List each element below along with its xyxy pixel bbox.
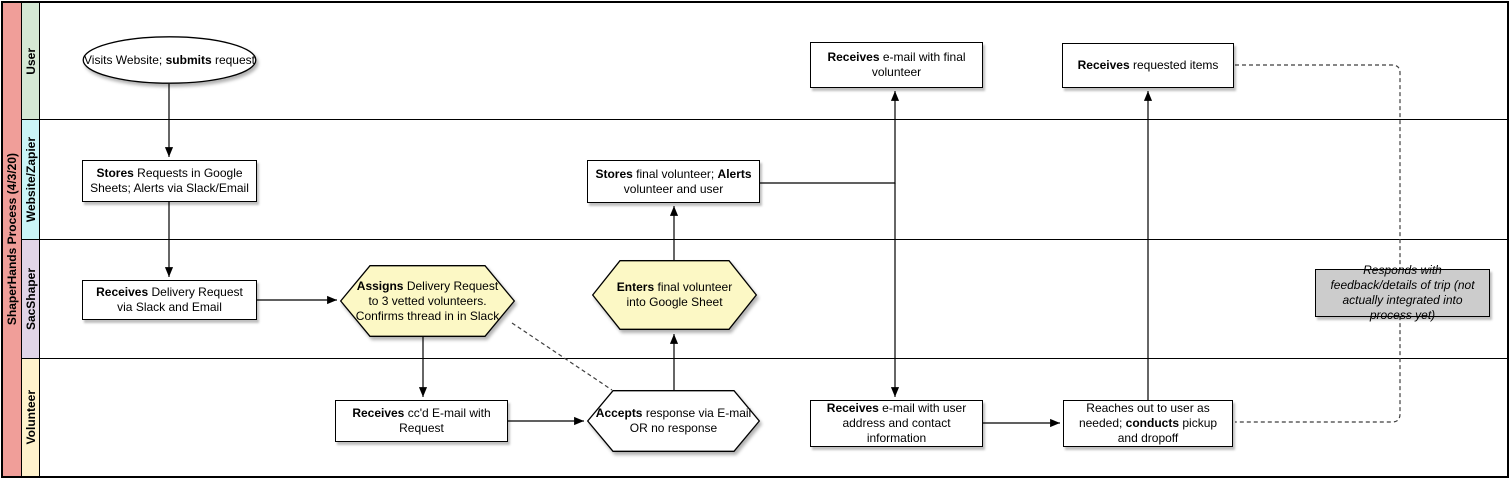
node-visits-website[interactable]: Visits Website; submits request [82, 36, 257, 84]
node-receives-delivery[interactable]: Receives Delivery Request via Slack and … [82, 280, 257, 320]
node-responds-feedback-note[interactable]: Responds with feedback/details of trip (… [1315, 263, 1490, 322]
hexagon-shape [586, 390, 761, 452]
lane-sacshaper-label: SacShaper [23, 267, 38, 331]
lane-label-sacshaper: SacShaper [22, 240, 40, 359]
node-reaches-out[interactable]: Reaches out to user as needed; conducts … [1063, 400, 1233, 447]
node-assigns[interactable]: Assigns Delivery Request to 3 vetted vol… [339, 265, 516, 337]
lane-volunteer-row [40, 359, 1507, 476]
node-receives-user-info[interactable]: Receives e-mail with user address and co… [810, 400, 983, 447]
lane-sacshaper-row [40, 240, 1507, 359]
lane-website-zapier-row [40, 120, 1507, 240]
node-accepts-label: Accepts response via E-mail OR no respon… [595, 406, 752, 435]
pool-title: ShaperHands Process (4/3/20) [3, 3, 22, 476]
lane-label-user: User [22, 3, 40, 120]
node-accepts[interactable]: Accepts response via E-mail OR no respon… [586, 390, 761, 452]
hexagon-shape [339, 265, 516, 337]
lane-label-website-zapier: Website/Zapier [22, 120, 40, 240]
node-enters-label: Enters final volunteer into Google Sheet [616, 280, 733, 309]
node-receives-ccd[interactable]: Receives cc'd E-mail with Request [335, 400, 508, 442]
node-visits-website-label: Visits Website; submits request [84, 52, 255, 67]
lane-website-zapier-label: Website/Zapier [23, 136, 38, 223]
node-assigns-label: Assigns Delivery Request to 3 vetted vol… [355, 278, 500, 323]
lane-user-label: User [23, 47, 38, 75]
node-stores-final[interactable]: Stores final volunteer; Alerts volunteer… [587, 160, 760, 203]
hexagon-shape [591, 260, 758, 330]
node-receives-items[interactable]: Receives requested items [1062, 43, 1234, 88]
node-stores-requests[interactable]: Stores Requests in Google Sheets; Alerts… [82, 160, 257, 202]
lane-label-volunteer: Volunteer [22, 359, 40, 476]
ellipse-shape [82, 36, 257, 84]
lane-volunteer-label: Volunteer [23, 390, 38, 445]
node-receives-final-email[interactable]: Receives e-mail with final volunteer [810, 42, 983, 88]
lane-user-row [40, 3, 1507, 120]
node-enters[interactable]: Enters final volunteer into Google Sheet [591, 260, 758, 330]
pool-title-label: ShaperHands Process (4/3/20) [5, 153, 19, 326]
